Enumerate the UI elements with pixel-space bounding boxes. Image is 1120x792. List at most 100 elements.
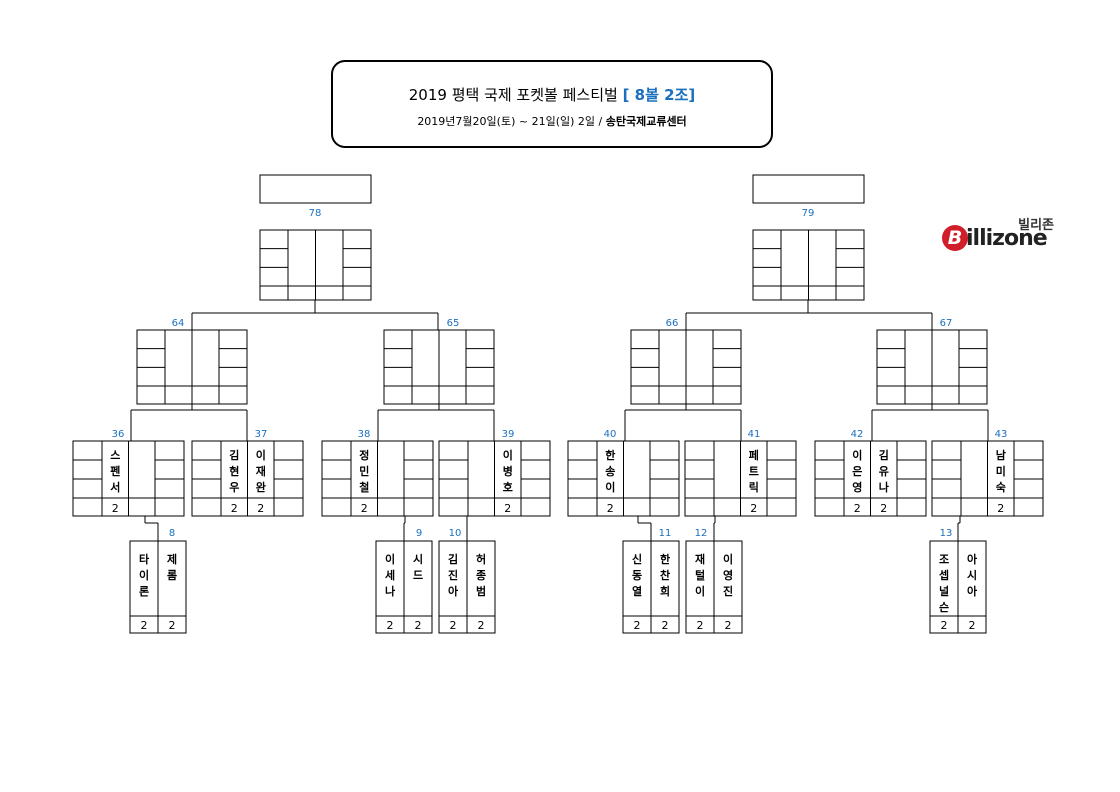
- player-name: 시드: [413, 553, 423, 582]
- player-name: 김진아: [448, 553, 459, 598]
- player-name-char: 이: [852, 448, 862, 462]
- player-name-char: 아: [967, 552, 978, 566]
- player-name: 이재완: [256, 448, 266, 494]
- player-name: 이세나: [385, 552, 395, 598]
- player-name-char: 나: [879, 480, 889, 494]
- player-name-char: 허: [476, 552, 486, 566]
- player-name-char: 재: [695, 552, 705, 566]
- player-name-char: 세: [385, 568, 395, 582]
- player-name-char: 은: [852, 465, 862, 478]
- match-number: 37: [255, 429, 268, 440]
- player-name-char: 종: [476, 569, 486, 582]
- player-score: 2: [969, 619, 976, 632]
- player-name: 정민철: [359, 448, 369, 494]
- player-score: 2: [141, 619, 148, 632]
- player-name: 제롬: [167, 552, 177, 582]
- player-name-char: 릭: [749, 481, 759, 494]
- player-name-char: 진: [723, 584, 733, 598]
- player-score: 2: [997, 502, 1004, 515]
- player-name-char: 슨: [939, 601, 949, 614]
- player-name-char: 페: [749, 448, 759, 462]
- player-name: 아시아: [967, 552, 978, 598]
- title-box: 2019 평택 국제 포켓볼 페스티벌 [ 8볼 2조] 2019년7월20일(…: [331, 60, 773, 148]
- player-score: 2: [880, 502, 887, 515]
- player-name-char: 조: [939, 553, 949, 566]
- billizone-logo: 빌리존 B illizone: [942, 214, 1062, 254]
- player-name: 스펜서: [110, 449, 120, 494]
- final-winner-box: [259, 174, 372, 204]
- player-name: 페트릭: [749, 448, 759, 494]
- match-number: 64: [172, 318, 185, 329]
- player-name-char: 시: [967, 569, 977, 582]
- player-name-char: 병: [503, 464, 513, 478]
- player-name-char: 진: [448, 568, 458, 582]
- player-name-char: 서: [110, 480, 120, 494]
- player-name-char: 영: [723, 569, 733, 582]
- player-name-char: 우: [229, 481, 239, 494]
- player-name-char: 나: [385, 584, 395, 598]
- player-name-char: 아: [967, 584, 978, 598]
- player-name-char: 김: [448, 553, 458, 566]
- match-number: 38: [358, 429, 371, 440]
- player-name-char: 신: [632, 552, 642, 566]
- match-number: 42: [851, 429, 864, 440]
- player-name-char: 펜: [110, 464, 120, 478]
- player-name: 이병호: [503, 448, 513, 494]
- player-name-char: 타: [139, 552, 150, 566]
- player-score: 2: [750, 502, 757, 515]
- final-winner-box: [752, 174, 865, 204]
- player-score: 2: [361, 502, 368, 515]
- player-name: 남미숙: [996, 449, 1006, 494]
- player-name-char: 남: [996, 449, 1006, 462]
- subtitle: 2019년7월20일(토) ~ 21일(일) 2일 / 송탄국제교류센터: [333, 113, 771, 129]
- player-name-char: 이: [605, 480, 615, 494]
- player-name-char: 숙: [996, 481, 1006, 494]
- player-name: 타이론: [139, 552, 150, 598]
- player-name-char: 정: [359, 448, 369, 462]
- player-name: 허종범: [476, 552, 486, 598]
- player-name-char: 드: [413, 569, 423, 582]
- player-name: 김현우: [229, 449, 239, 494]
- player-score: 2: [697, 619, 704, 632]
- player-name-char: 털: [695, 569, 705, 582]
- match-number: 8: [169, 528, 175, 539]
- player-name-char: 아: [448, 584, 459, 598]
- match-number: 66: [666, 318, 679, 329]
- match-number: 9: [416, 528, 422, 539]
- match-number: 43: [995, 429, 1008, 440]
- player-name-char: 열: [632, 585, 642, 598]
- player-name-char: 김: [879, 449, 889, 462]
- player-name-char: 이: [695, 584, 705, 598]
- player-score: 2: [941, 619, 948, 632]
- player-name-char: 론: [139, 585, 149, 598]
- player-name-char: 김: [229, 449, 239, 462]
- player-score: 2: [112, 502, 119, 515]
- player-name: 한송이: [605, 448, 615, 494]
- player-name-char: 이: [503, 448, 513, 462]
- player-name-char: 미: [996, 464, 1006, 478]
- logo-text: illizone: [966, 226, 1048, 251]
- match-number: 13: [940, 528, 953, 539]
- player-name-char: 동: [632, 569, 642, 582]
- match-number: 11: [659, 528, 672, 539]
- player-name-char: 범: [476, 584, 486, 598]
- player-score: 2: [725, 619, 732, 632]
- player-name: 재털이: [695, 552, 705, 598]
- player-name-char: 제: [167, 552, 177, 566]
- player-name-char: 찬: [660, 568, 670, 582]
- title-tag: [ 8볼 2조]: [622, 86, 696, 104]
- player-name-char: 호: [503, 480, 513, 494]
- logo-korean: 빌리존: [1018, 218, 1054, 233]
- player-score: 2: [854, 502, 861, 515]
- match-number: 39: [502, 429, 515, 440]
- player-name-char: 셉: [939, 568, 949, 582]
- player-name-char: 영: [852, 481, 862, 494]
- subtitle-venue: 송탄국제교류센터: [605, 115, 687, 128]
- match-number: 41: [748, 429, 761, 440]
- player-name-char: 이: [256, 448, 266, 462]
- player-name-char: 한: [605, 448, 615, 462]
- player-name: 신동열: [632, 552, 642, 598]
- match-number: 65: [447, 318, 460, 329]
- match-number: 78: [309, 208, 322, 219]
- player-score: 2: [387, 619, 394, 632]
